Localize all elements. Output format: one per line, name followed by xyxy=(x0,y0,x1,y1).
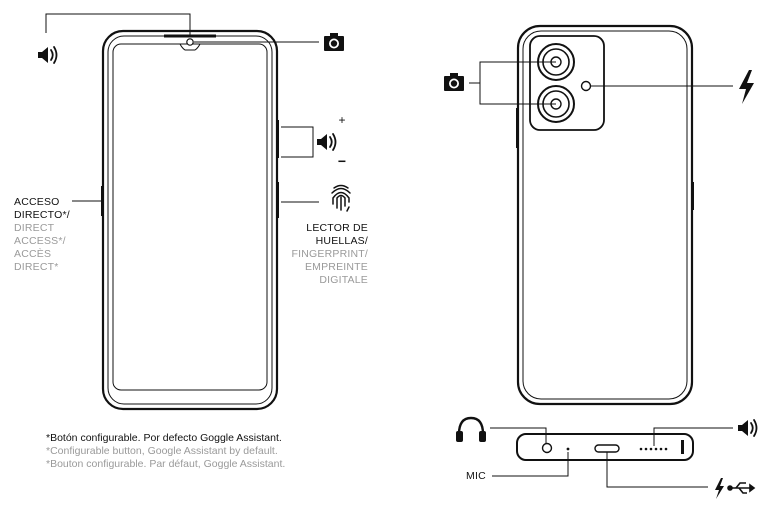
fingerprint-label-line: LECTOR DE xyxy=(306,222,368,234)
footnote-en: *Configurable button, Google Assistant b… xyxy=(46,445,278,457)
power-fingerprint-button xyxy=(276,182,279,218)
shortcut-label-line: ACCÈS xyxy=(14,248,52,260)
shortcut-label-line: DIRECT* xyxy=(14,261,59,273)
front-camera-callout xyxy=(194,33,344,51)
flash-callout xyxy=(591,70,754,104)
shortcut-label-line: ACCESO xyxy=(14,196,60,208)
shortcut-label: ACCESO DIRECTO*/ DIRECT ACCESS*/ ACCÈS D… xyxy=(14,196,70,274)
volume-buttons xyxy=(276,120,279,158)
camera-icon xyxy=(444,73,464,91)
bottom-speaker-leader-line xyxy=(653,427,733,446)
headphone-jack-port xyxy=(541,442,553,454)
volume-callout xyxy=(281,126,337,158)
usb-leader-line xyxy=(606,452,708,488)
usb-icon xyxy=(727,482,756,494)
volume-bracket-line xyxy=(281,126,314,158)
bottom-edge-outline xyxy=(516,433,694,461)
headphones-icon xyxy=(456,416,486,442)
footnote: *Botón configurable. Por defecto Goggle … xyxy=(46,432,285,471)
usb-callout xyxy=(606,452,756,499)
volume-minus-label: − xyxy=(338,153,346,169)
shortcut-label-line: DIRECTO*/ xyxy=(14,209,70,221)
footnote-fr: *Bouton configurable. Par défaut, Goggle… xyxy=(46,458,286,470)
back-inner-edge xyxy=(522,30,688,400)
lightning-icon xyxy=(739,70,754,104)
waterdrop-notch xyxy=(179,43,201,51)
shortcut-button xyxy=(101,186,104,216)
bottom-speaker-callout xyxy=(653,419,758,446)
bottom-edge-notch xyxy=(681,440,684,454)
mic-label: MIC xyxy=(466,470,486,482)
shortcut-label-line: ACCESS*/ xyxy=(14,235,66,247)
camera-icon xyxy=(324,33,344,51)
footnote-es: *Botón configurable. Por defecto Goggle … xyxy=(46,432,282,444)
front-body-outline xyxy=(101,29,279,411)
phone-back xyxy=(516,24,694,406)
mic-leader-line xyxy=(492,452,569,477)
speaker-icon xyxy=(316,133,337,151)
fingerprint-label-line: DIGITALE xyxy=(319,274,368,286)
fingerprint-label-line: HUELLAS/ xyxy=(315,235,368,247)
back-volume-buttons xyxy=(516,108,519,148)
camera-module xyxy=(529,35,605,131)
shortcut-label-line: DIRECT xyxy=(14,222,55,234)
front-camera-lens xyxy=(186,38,194,46)
headphone-callout xyxy=(456,416,547,444)
fingerprint-label-line: FINGERPRINT/ xyxy=(291,248,368,260)
fingerprint-callout xyxy=(281,184,351,212)
lightning-icon xyxy=(715,478,724,499)
phone-bottom-edge xyxy=(516,433,694,461)
fingerprint-icon xyxy=(331,184,351,212)
fingerprint-label: LECTOR DE HUELLAS/ FINGERPRINT/ EMPREINT… xyxy=(264,222,368,287)
phone-front xyxy=(101,29,279,411)
speaker-icon xyxy=(37,46,58,64)
volume-plus-label: + xyxy=(338,113,345,127)
rear-camera-callout xyxy=(444,61,556,105)
back-side-button xyxy=(691,182,694,210)
flash-led xyxy=(580,80,592,92)
mic-hole xyxy=(566,447,570,451)
earpiece-callout xyxy=(37,13,191,64)
speaker-grille xyxy=(639,447,668,451)
front-screen xyxy=(112,43,268,391)
speaker-icon xyxy=(737,419,758,437)
fingerprint-label-line: EMPREINTE xyxy=(304,261,368,273)
front-bezel xyxy=(107,35,273,405)
usb-c-port xyxy=(594,444,620,453)
back-body-outline xyxy=(516,24,694,406)
earpiece-leader-line xyxy=(45,13,191,35)
headphone-leader-line xyxy=(490,427,547,444)
